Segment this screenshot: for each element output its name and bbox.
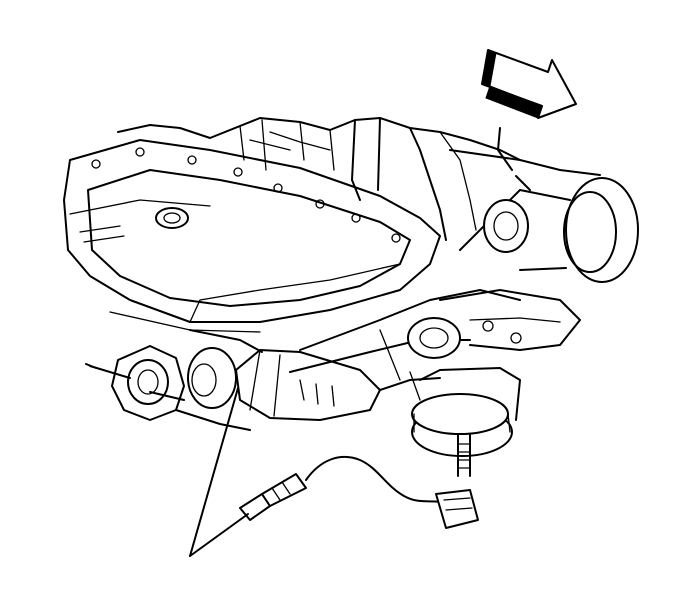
engine-block (117, 117, 521, 241)
transmission-mount (411, 367, 521, 477)
crossmember (289, 289, 521, 401)
catalytic-converter (235, 349, 441, 421)
oil-pan (63, 139, 441, 333)
exhaust-flange-left (85, 329, 263, 431)
forward-arrow-icon (481, 49, 577, 119)
exhaust-pipe-right (439, 127, 639, 351)
leader-lines (189, 387, 249, 557)
oxygen-sensor (239, 455, 479, 529)
